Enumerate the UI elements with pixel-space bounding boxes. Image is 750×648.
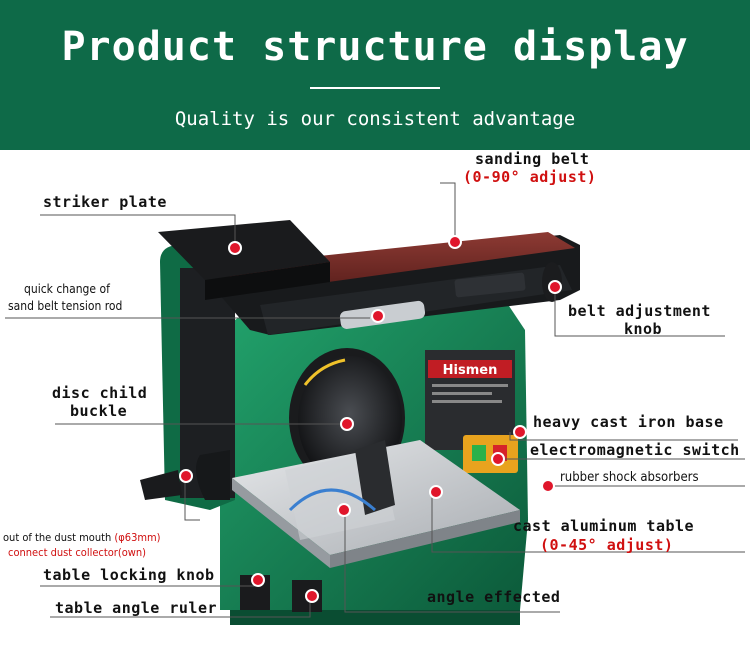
label-sanding-belt: sanding belt: [475, 150, 590, 168]
product-illustration: Hismen: [5, 182, 745, 625]
label-belt-knob-2: knob: [623, 320, 663, 338]
marker-aluminum-table: [429, 485, 443, 499]
marker-disc-buckle: [340, 417, 354, 431]
label-table-angle-ruler: table angle ruler: [55, 599, 218, 617]
cast-aluminum-table-shape: [232, 440, 520, 568]
brand-plate: Hismen: [425, 350, 515, 450]
marker-rubber-shock: [541, 479, 555, 493]
marker-tension-rod: [371, 309, 385, 323]
marker-switch: [491, 452, 505, 466]
marker-striker-plate: [228, 241, 242, 255]
marker-angle-ruler: [305, 589, 319, 603]
motor-housing: [160, 245, 235, 510]
dust-mouth-size: (φ63mm): [114, 531, 161, 544]
marker-belt-knob: [548, 280, 562, 294]
label-quick-change-2: sand belt tension rod: [8, 299, 123, 313]
marker-angle: [337, 503, 351, 517]
electromagnetic-switch-shape: [463, 435, 518, 473]
label-quick-change-1: quick change of: [24, 282, 110, 296]
page-subtitle: Quality is our consistent advantage: [174, 108, 576, 130]
label-cast-aluminum-adjust: (0-45° adjust): [540, 536, 674, 554]
label-disc-buckle-1: disc child: [52, 384, 148, 402]
label-angle-effected: angle effected: [427, 588, 561, 606]
marker-dust-mouth: [179, 469, 193, 483]
label-table-locking-knob: table locking knob: [43, 566, 215, 584]
title-divider: [310, 87, 440, 89]
label-cast-iron-base: heavy cast iron base: [533, 413, 724, 431]
label-sanding-belt-adjust: (0-90° adjust): [463, 168, 597, 186]
marker-cast-iron-base: [513, 425, 527, 439]
brand-name: Hismen: [443, 363, 498, 378]
callout-markers: [179, 235, 562, 603]
label-belt-knob-1: belt adjustment: [568, 302, 711, 320]
label-rubber-shock: rubber shock absorbers: [560, 470, 699, 485]
label-cast-aluminum-table: cast aluminum table: [513, 517, 695, 535]
marker-locking-knob: [251, 573, 265, 587]
label-dust-mouth-2: connect dust collector(own): [8, 546, 146, 559]
label-dust-mouth-1: out of the dust mouth (φ63mm): [3, 531, 161, 544]
dust-mouth-text: out of the dust mouth: [3, 531, 112, 544]
striker-plate-shape: [158, 220, 330, 300]
page-title: Product structure display: [61, 24, 689, 70]
marker-sanding-belt: [448, 235, 462, 249]
header-banner: Product structure display Quality is our…: [0, 0, 750, 150]
label-electromagnetic-switch: electromagnetic switch: [530, 441, 740, 459]
label-striker-plate: striker plate: [43, 193, 167, 211]
table-knobs: [140, 470, 322, 612]
label-disc-buckle-2: buckle: [70, 402, 128, 420]
